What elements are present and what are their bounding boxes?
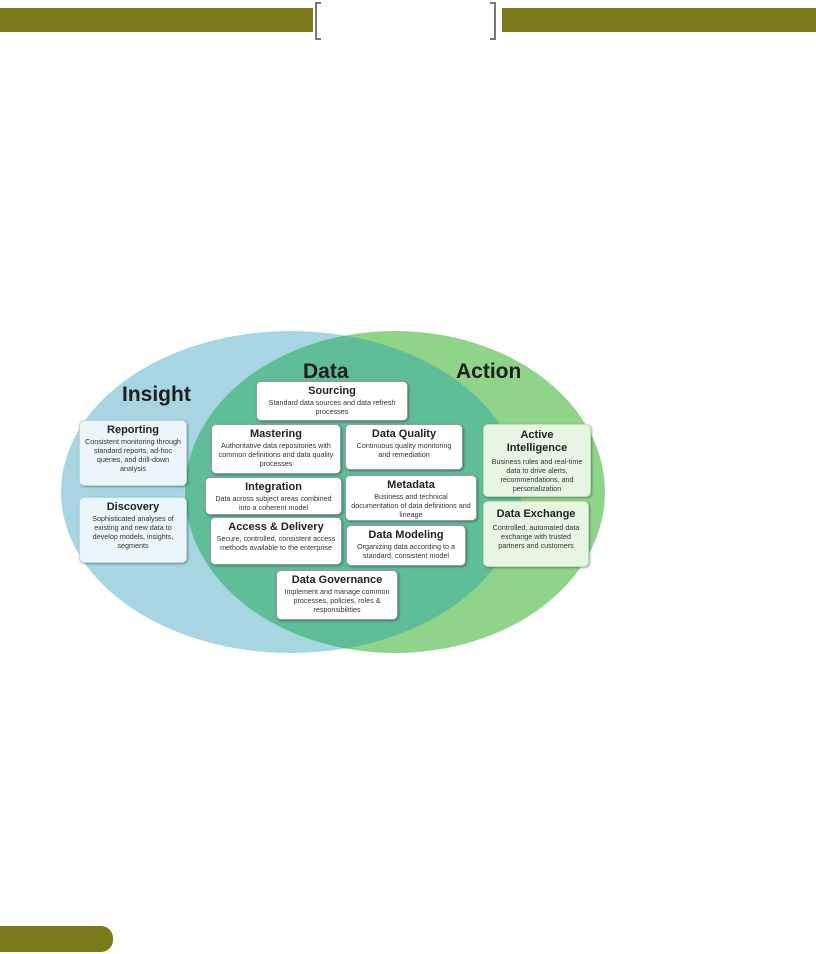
discovery-title: Discovery xyxy=(106,501,160,513)
access-delivery-box: Access & Delivery Secure, controlled, co… xyxy=(210,517,342,565)
data-governance-desc: Implement and manage common processes, p… xyxy=(284,587,390,614)
data-exchange-desc: Controlled, automated data exchange with… xyxy=(492,523,580,550)
data-modeling-desc: Organizing data according to a standard,… xyxy=(357,542,455,560)
header-bar-left xyxy=(0,8,313,32)
header-bar-right xyxy=(502,8,816,32)
discovery-box: Discovery Sophisticated analyses of exis… xyxy=(79,497,187,563)
mastering-desc: Authoritative data repositories with com… xyxy=(218,441,334,468)
action-label: Action xyxy=(456,360,522,383)
sourcing-box: Sourcing Standard data sources and data … xyxy=(256,381,408,421)
reporting-box: Reporting Consistent monitoring through … xyxy=(79,420,187,486)
discovery-desc: Sophisticated analyses of existing and n… xyxy=(92,514,174,550)
active-intelligence-title: Active Intelligence xyxy=(506,429,568,454)
data-modeling-title: Data Modeling xyxy=(368,529,444,541)
data-governance-title: Data Governance xyxy=(291,574,383,586)
mastering-box: Mastering Authoritative data repositorie… xyxy=(211,424,341,474)
metadata-desc: Business and technical documentation of … xyxy=(351,492,471,519)
data-quality-box: Data Quality Continuous quality monitori… xyxy=(345,424,463,470)
footer-tab xyxy=(0,926,113,952)
integration-title: Integration xyxy=(245,481,302,493)
integration-desc: Data across subject areas combined into … xyxy=(215,494,332,512)
data-modeling-box: Data Modeling Organizing data according … xyxy=(346,525,466,566)
data-quality-title: Data Quality xyxy=(371,428,437,440)
sourcing-title: Sourcing xyxy=(308,385,356,397)
data-governance-box: Data Governance Implement and manage com… xyxy=(276,570,398,620)
header-bracket-left xyxy=(315,2,321,40)
data-exchange-box: Data Exchange Controlled, automated data… xyxy=(483,501,589,567)
insight-label: Insight xyxy=(122,383,191,406)
access-delivery-desc: Secure, controlled, consistent access me… xyxy=(216,534,336,552)
reporting-title: Reporting xyxy=(107,424,159,436)
mastering-title: Mastering xyxy=(250,428,302,440)
data-exchange-title: Data Exchange xyxy=(496,508,576,520)
data-label: Data xyxy=(303,360,349,383)
sourcing-desc: Standard data sources and data refresh p… xyxy=(268,398,396,416)
access-delivery-title: Access & Delivery xyxy=(228,521,324,533)
metadata-title: Metadata xyxy=(387,479,435,491)
active-intelligence-box: Active Intelligence Business rules and r… xyxy=(483,424,591,497)
reporting-desc: Consistent monitoring through standard r… xyxy=(85,437,181,473)
header-bracket-right xyxy=(490,2,496,40)
data-quality-desc: Continuous quality monitoring and remedi… xyxy=(356,441,452,459)
active-intelligence-desc: Business rules and real-time data to dri… xyxy=(491,457,583,493)
integration-box: Integration Data across subject areas co… xyxy=(205,477,342,515)
metadata-box: Metadata Business and technical document… xyxy=(345,475,477,521)
